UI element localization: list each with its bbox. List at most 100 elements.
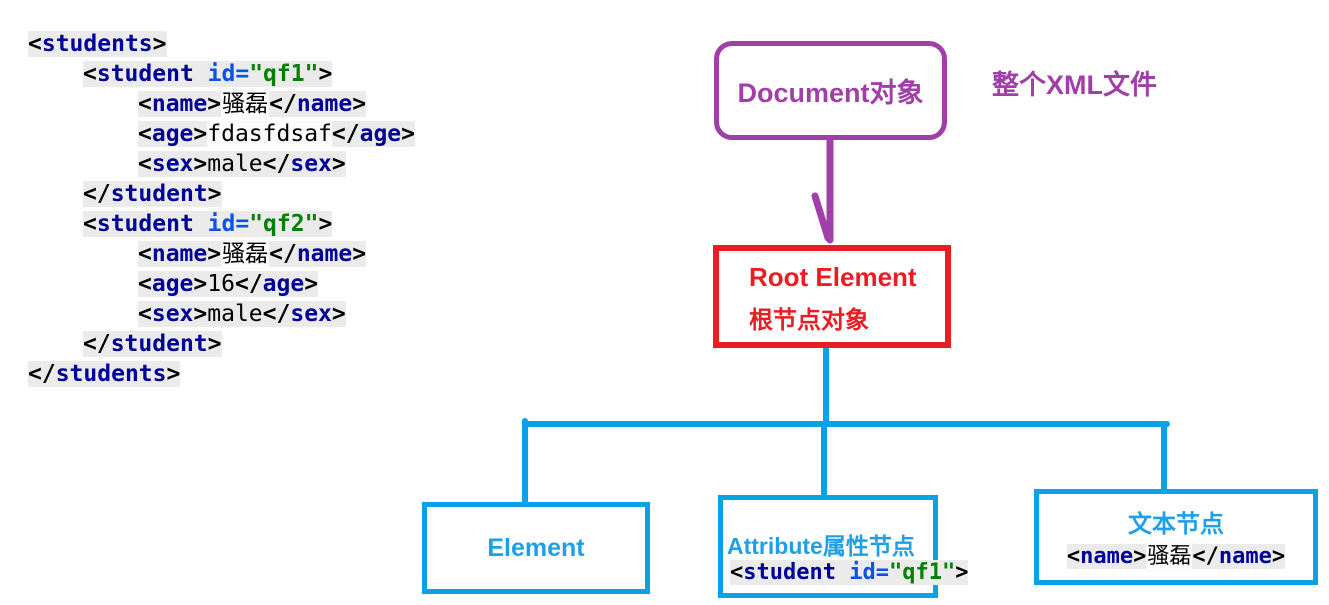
code-token: name xyxy=(151,241,208,267)
code-token: > xyxy=(152,31,167,57)
code-line: <age>16</age> xyxy=(138,270,415,300)
code-token: < xyxy=(83,61,97,87)
code-line: <sex>male</sex> xyxy=(138,300,415,330)
code-line: <age>fdasfdsaf</age> xyxy=(138,120,415,150)
code-token: name xyxy=(296,91,353,117)
code-token: age xyxy=(262,271,305,297)
code-line: </student> xyxy=(83,330,415,360)
text-node-box: 文本节点 <name>骚磊</name> xyxy=(1034,489,1318,585)
code-token: > xyxy=(955,560,969,585)
code-line: <student id="qf2"> xyxy=(83,210,415,240)
code-token: sex xyxy=(151,151,194,177)
document-object-box: Document对象 xyxy=(714,41,947,140)
code-token: < xyxy=(138,151,152,177)
element-node-box: Element xyxy=(422,502,650,594)
code-token: sex xyxy=(151,301,194,327)
code-token: </ xyxy=(234,271,263,297)
root-box-subtitle: 根节点对象 xyxy=(749,307,869,334)
code-token: name xyxy=(151,91,208,117)
code-token: < xyxy=(83,211,97,237)
code-token: </ xyxy=(269,241,297,267)
text-box-label: 文本节点 xyxy=(1128,511,1224,538)
code-token: < xyxy=(138,241,152,267)
code-token: "qf1" xyxy=(249,61,319,87)
code-token: </ xyxy=(1192,544,1219,569)
code-line: <name>骚磊</name> xyxy=(138,88,415,120)
code-token: < xyxy=(138,301,152,327)
code-token: > xyxy=(166,361,181,387)
document-box-label: Document对象 xyxy=(737,78,924,108)
code-token: </ xyxy=(331,121,360,147)
code-token: 骚磊 xyxy=(221,88,270,120)
code-token: id= xyxy=(849,560,889,585)
code-line: <student id="qf1"> xyxy=(83,60,415,90)
document-arrow-barb xyxy=(811,192,832,242)
code-line: </student> xyxy=(83,180,415,210)
code-token: "qf1" xyxy=(888,560,956,585)
code-token: < xyxy=(730,560,744,585)
code-line: <name>骚磊</name> xyxy=(138,238,415,270)
code-token: student xyxy=(743,560,836,585)
code-token: 骚磊 xyxy=(1146,541,1193,572)
code-token: > xyxy=(331,151,346,177)
element-box-label: Element xyxy=(487,533,585,562)
code-token: < xyxy=(28,31,42,57)
code-token: > xyxy=(318,211,333,237)
code-token: > xyxy=(304,271,319,297)
code-token: student xyxy=(110,181,208,207)
code-token: < xyxy=(138,271,152,297)
code-token: 16 xyxy=(207,271,235,297)
code-token: name xyxy=(1218,544,1272,569)
code-token: fdasfdsaf xyxy=(207,121,332,147)
code-token: > xyxy=(331,301,346,327)
code-token: students xyxy=(41,31,153,57)
code-token: > xyxy=(207,181,222,207)
code-line: </students> xyxy=(28,360,415,390)
code-token: student xyxy=(110,331,208,357)
code-token: male xyxy=(207,151,263,177)
code-token: > xyxy=(193,301,208,327)
code-token: < xyxy=(1066,544,1081,569)
code-token: name xyxy=(296,241,353,267)
code-token: sex xyxy=(290,301,332,327)
code-token: id= xyxy=(207,61,250,87)
code-token: > xyxy=(1271,544,1286,569)
code-token: > xyxy=(318,61,333,87)
code-token: < xyxy=(138,91,152,117)
text-box-code: <name>骚磊</name> xyxy=(1066,541,1286,572)
code-token: age xyxy=(151,271,194,297)
code-token: > xyxy=(193,151,208,177)
attribute-box-code: <student id="qf1"> xyxy=(730,558,969,588)
code-token: </ xyxy=(83,331,111,357)
code-token: student xyxy=(96,61,194,87)
code-line: <students> xyxy=(28,30,415,60)
code-token: age xyxy=(359,121,402,147)
code-line: <sex>male</sex> xyxy=(138,150,415,180)
code-token: </ xyxy=(269,91,297,117)
code-token: > xyxy=(207,241,222,267)
code-token: "qf2" xyxy=(249,211,319,237)
code-token xyxy=(193,61,208,87)
code-token: > xyxy=(401,121,415,147)
code-token: > xyxy=(352,241,367,267)
code-token: > xyxy=(352,91,367,117)
attribute-box-label: Attribute属性节点 xyxy=(727,533,915,559)
root-box-title: Root Element xyxy=(749,262,917,292)
code-token: > xyxy=(193,121,208,147)
code-token: > xyxy=(1133,544,1147,569)
code-token: </ xyxy=(262,301,291,327)
code-token: student xyxy=(96,211,194,237)
xml-file-note: 整个XML文件 xyxy=(992,70,1157,100)
code-token: 骚磊 xyxy=(221,238,270,270)
code-token: > xyxy=(207,91,222,117)
code-token: </ xyxy=(262,151,291,177)
code-token: sex xyxy=(290,151,332,177)
code-token: male xyxy=(207,301,263,327)
code-token xyxy=(193,211,208,237)
code-token: students xyxy=(55,361,167,387)
code-token: > xyxy=(193,271,208,297)
code-token: name xyxy=(1080,544,1134,569)
attribute-node-box: Attribute属性节点 <student id="qf1"> xyxy=(718,495,969,598)
code-token: age xyxy=(151,121,194,147)
